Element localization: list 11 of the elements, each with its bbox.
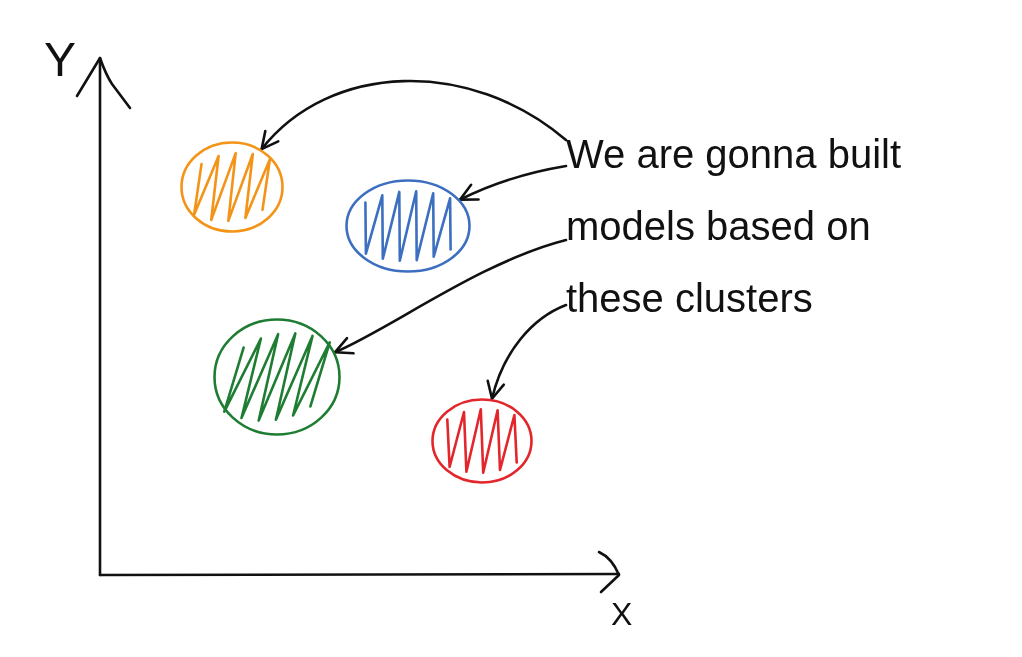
curved-arrow xyxy=(333,238,568,355)
scribbled-cluster xyxy=(210,315,344,439)
curved-arrow xyxy=(458,164,568,202)
axis-label: X xyxy=(611,598,633,630)
scribbled-cluster xyxy=(342,176,474,276)
annotation-text: We are gonna built models based on these clusters xyxy=(566,118,948,334)
curved-arrow xyxy=(487,303,568,401)
scribbled-cluster xyxy=(428,395,536,487)
axis-label: Y xyxy=(44,36,76,84)
curved-arrow xyxy=(260,79,568,151)
scribbled-cluster xyxy=(177,138,287,236)
